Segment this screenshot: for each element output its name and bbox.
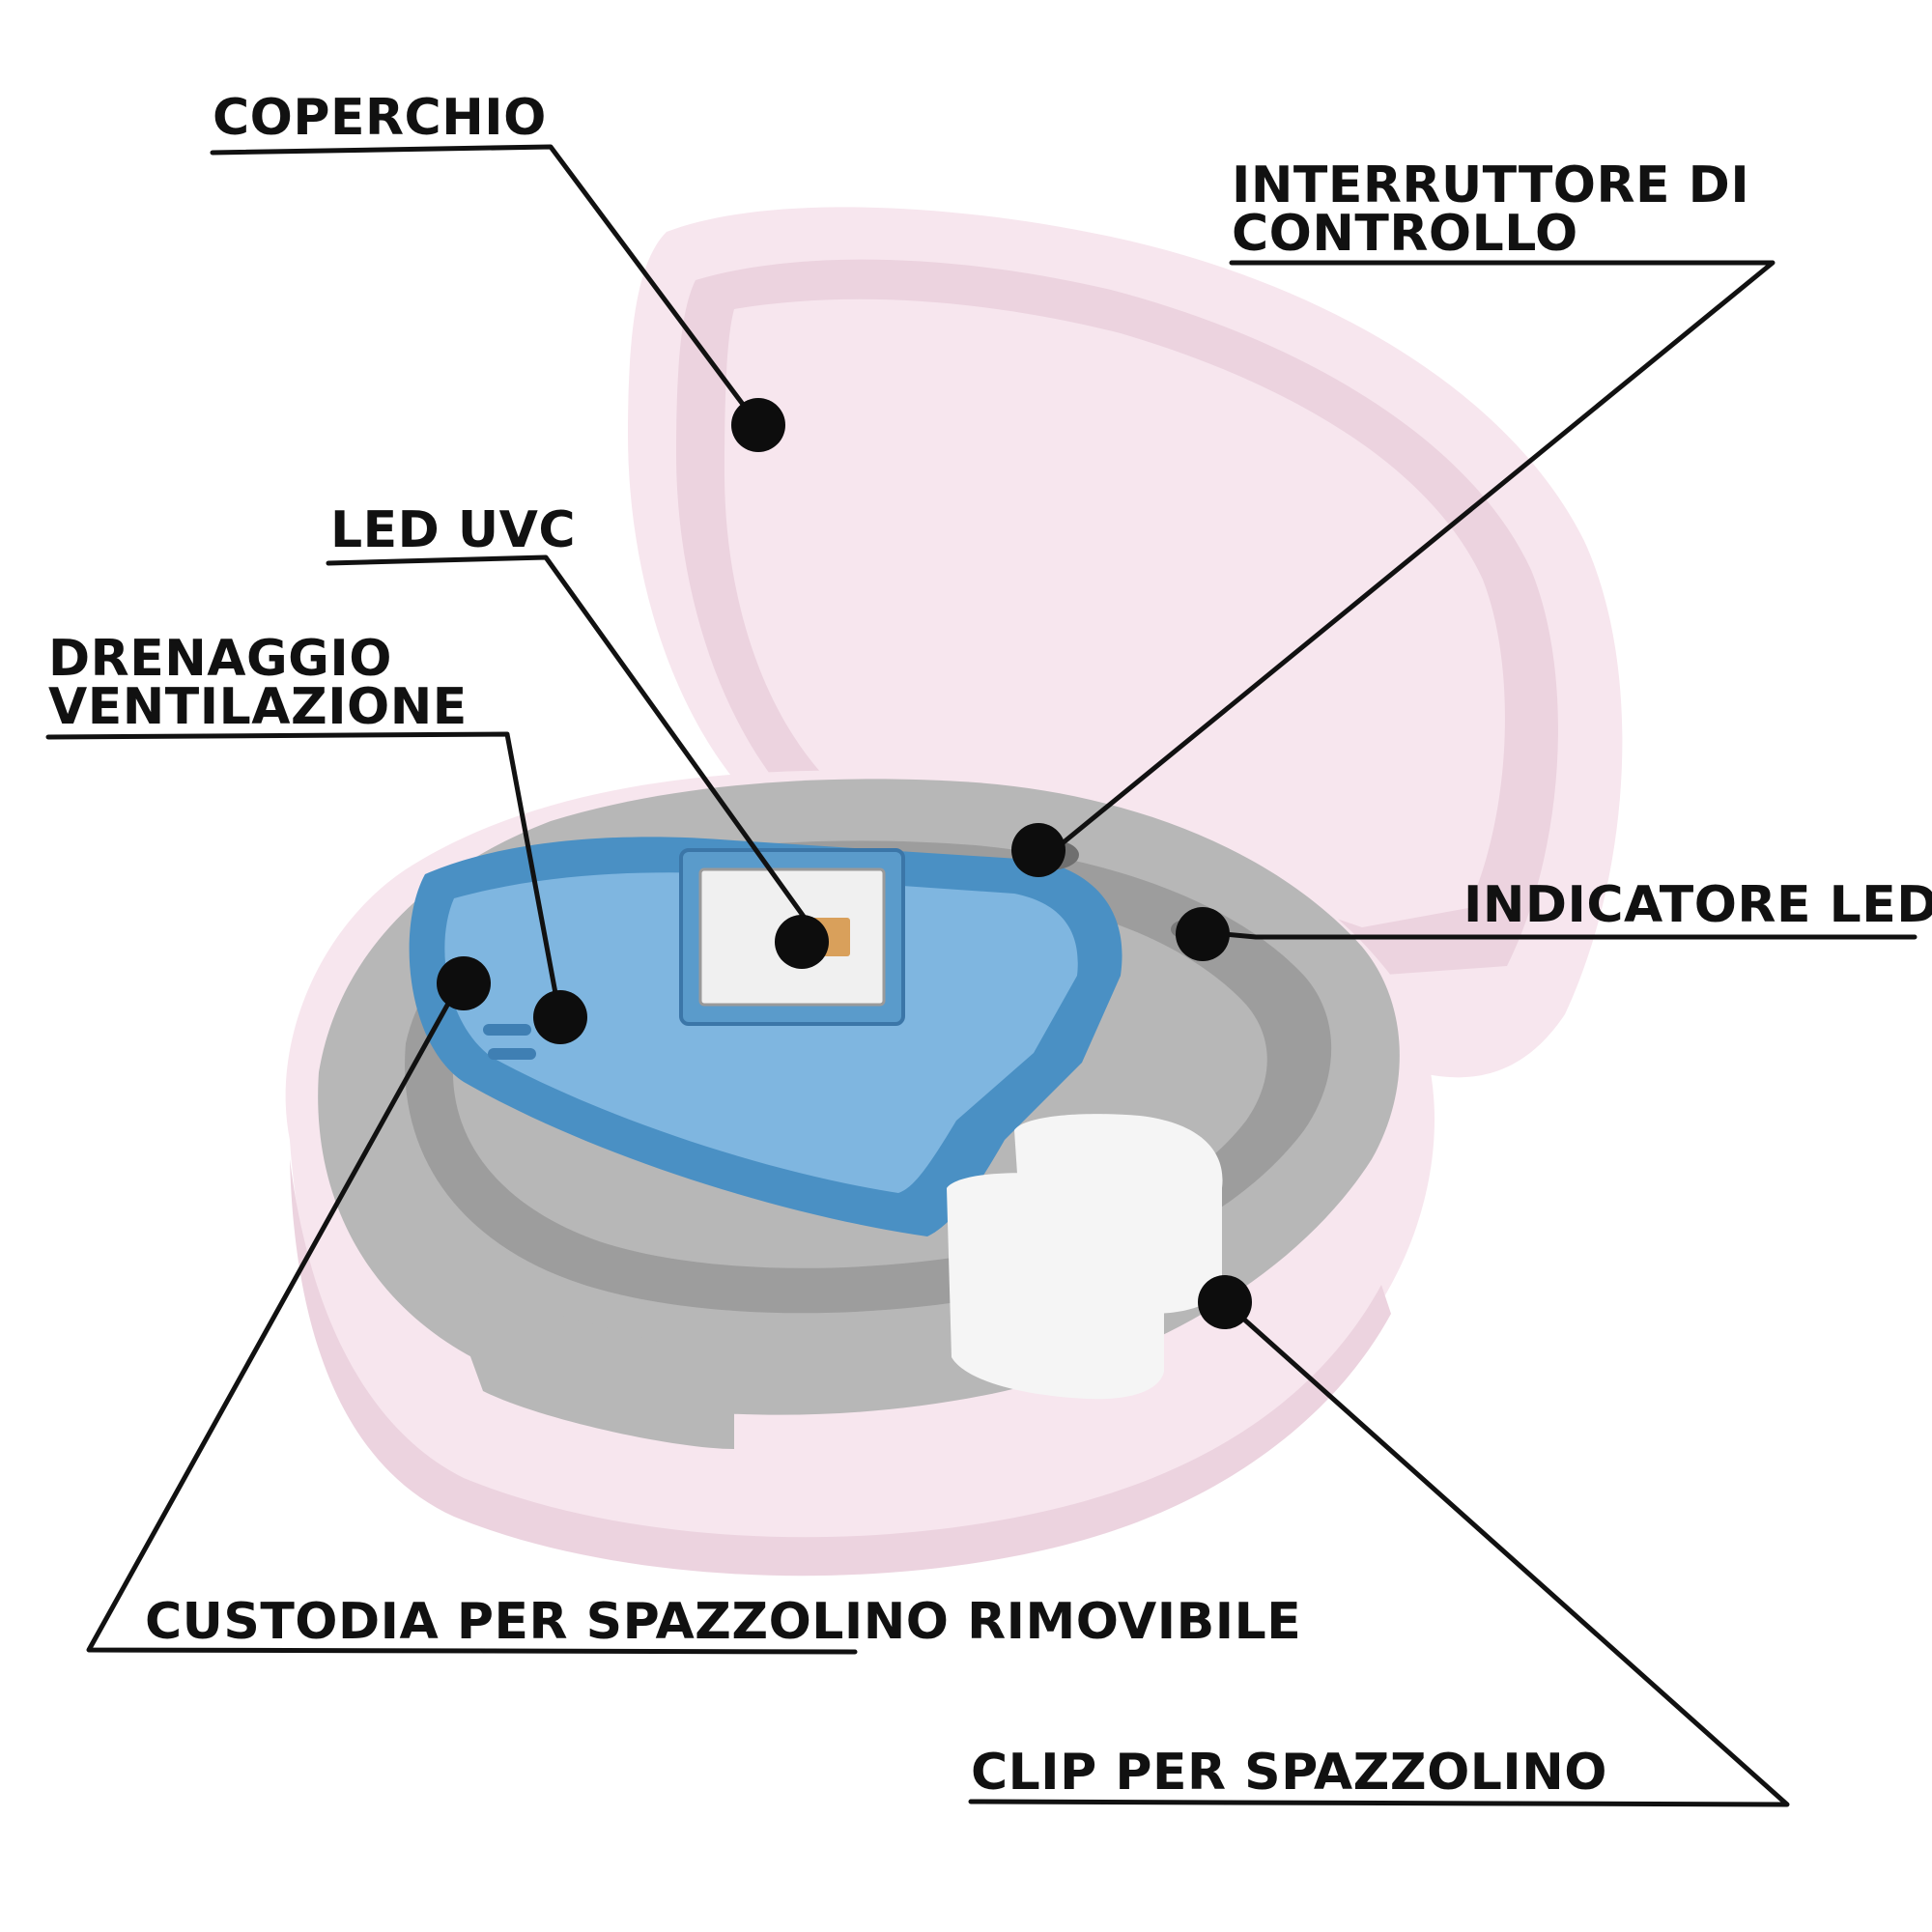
lid-inner-surface <box>724 298 1505 927</box>
callout-dot-custodia <box>437 956 491 1010</box>
callout-dot-indicatore <box>1176 907 1230 961</box>
vent-slot <box>488 1048 536 1060</box>
product-illustration <box>285 207 1623 1577</box>
leader-lines <box>45 144 1918 1807</box>
label-coperchio: COPERCHIO <box>213 89 547 147</box>
label-interruttore-line2: CONTROLLO <box>1232 205 1578 263</box>
callout-dot-interruttore <box>1011 823 1065 877</box>
label-drenaggio-line1: DRENAGGIO <box>48 630 392 688</box>
front-latch <box>444 1285 734 1449</box>
leader-custodia <box>86 973 858 1655</box>
blue-compartment-glass <box>444 872 1078 1193</box>
label-custodia: CUSTODIA PER SPAZZOLINO RIMOVIBILE <box>145 1593 1302 1651</box>
vent-slot <box>483 1024 531 1036</box>
toothbrush-clip-front <box>947 1173 1165 1400</box>
callout-dots <box>437 398 1252 1329</box>
callout-dot-coperchio <box>731 398 785 452</box>
leader-interruttore <box>1045 260 1776 858</box>
label-drenaggio-line2: VENTILAZIONE <box>48 678 468 736</box>
callout-dot-drenaggio <box>533 990 587 1044</box>
callout-dot-led-uvc <box>775 915 829 969</box>
label-led-uvc: LED UVC <box>330 501 577 559</box>
leader-clip <box>968 1299 1790 1807</box>
label-clip: CLIP PER SPAZZOLINO <box>971 1744 1607 1802</box>
leader-coperchio <box>210 144 761 428</box>
leader-drenaggio <box>45 731 563 1022</box>
label-indicatore-led: INDICATORE LED <box>1463 876 1932 934</box>
callout-dot-clip <box>1198 1275 1252 1329</box>
leader-led-uvc <box>326 554 814 930</box>
label-interruttore-line1: INTERRUTTORE DI <box>1232 156 1750 214</box>
